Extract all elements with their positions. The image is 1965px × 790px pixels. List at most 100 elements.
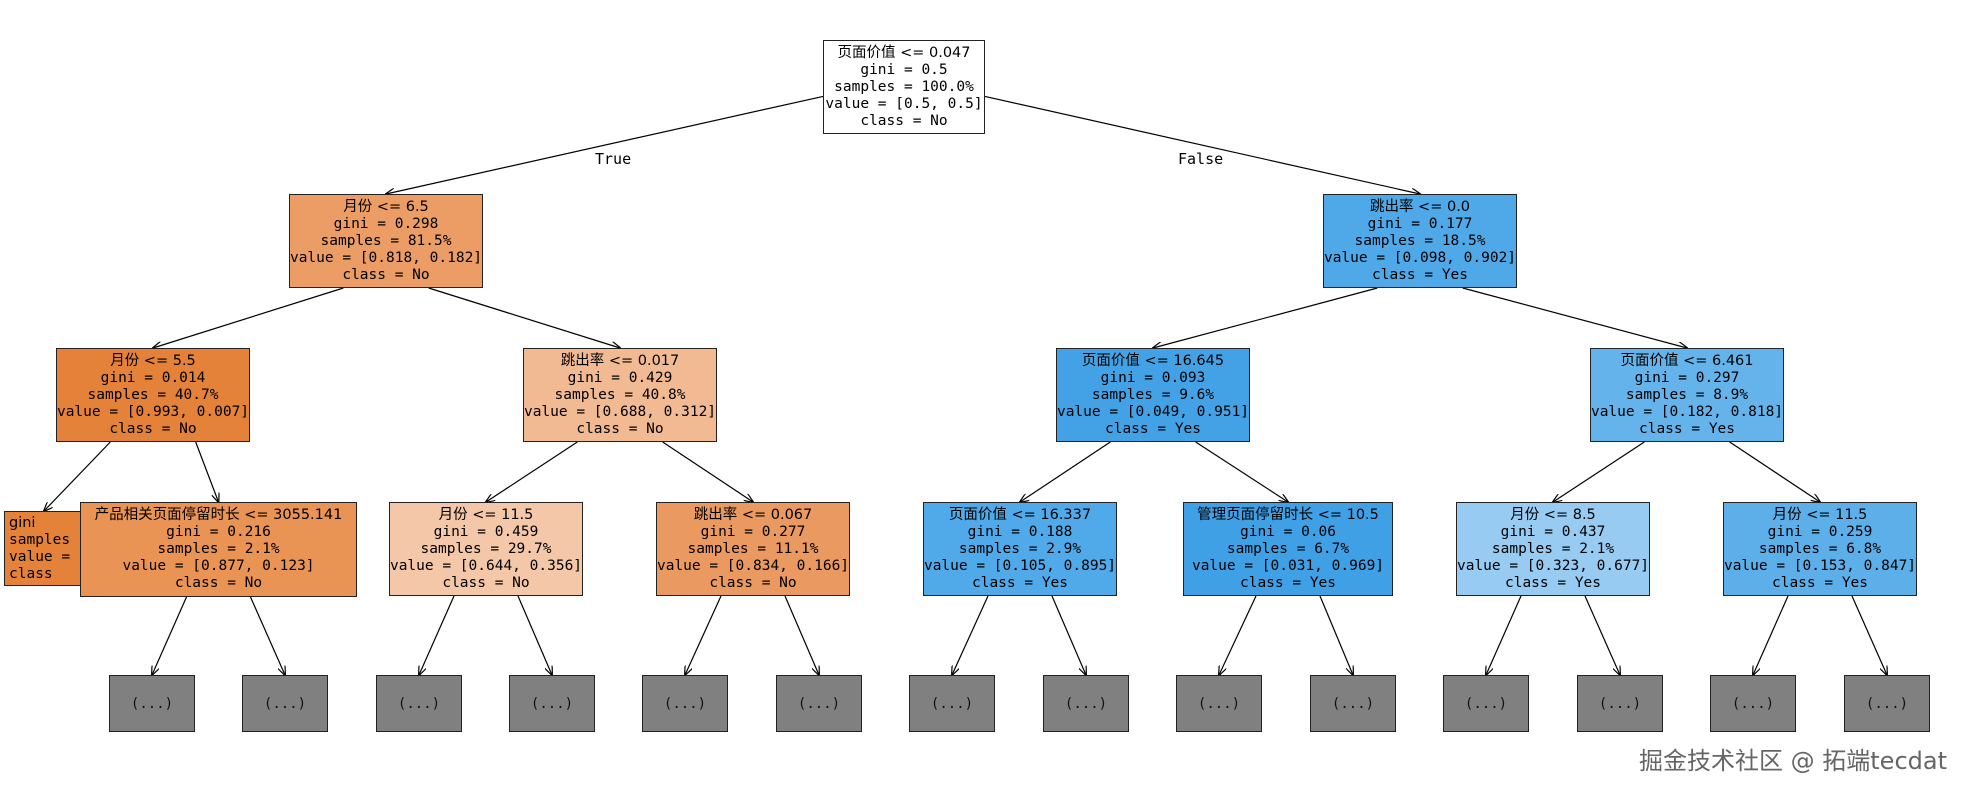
tree-node-line: 管理页面停留时长 <= 10.5 [1197, 506, 1379, 523]
tree-edge-n3-n8 [195, 441, 219, 502]
tree-node-line: 跳出率 <= 0.017 [560, 352, 680, 369]
tree-edge-n14-leaf-right [1851, 595, 1887, 675]
tree-node-line: gini = 0.014 [100, 369, 206, 386]
tree-node-line: 页面价值 <= 6.461 [1620, 352, 1754, 369]
tree-edge-n5-n11 [1020, 441, 1111, 502]
tree-node-line: class = No [109, 420, 197, 437]
tree-edge-n8-leaf-right [249, 596, 286, 675]
tree-edge-n0-n2 [984, 95, 1420, 194]
tree-edge-n14-leaf-left [1753, 595, 1789, 675]
tree-edge-n11-leaf-left [952, 595, 989, 675]
tree-edge-n13-leaf-right [1584, 595, 1620, 675]
tree-node-line: class = No [860, 112, 948, 129]
collapsed-subtree-node: (...) [1443, 675, 1529, 732]
collapsed-subtree-node: (...) [1710, 675, 1796, 732]
tree-edge-n2-n5 [1153, 287, 1378, 348]
tree-node-line: value = [9, 548, 71, 565]
tree-node-line: value = [0.834, 0.166] [656, 557, 850, 574]
tree-edge-n8-leaf-left [152, 596, 188, 675]
collapsed-subtree-node: (...) [509, 675, 595, 732]
tree-node-line: gini = 0.429 [567, 369, 673, 386]
tree-node-line: class = Yes [1239, 574, 1337, 591]
tree-node-line: 跳出率 <= 0.067 [693, 506, 813, 523]
tree-node-line: class = No [342, 266, 430, 283]
tree-edge-n10-leaf-right [784, 595, 819, 675]
tree-node-line: value = [0.031, 0.969] [1191, 557, 1385, 574]
collapsed-subtree-node: (...) [376, 675, 462, 732]
tree-node-line: value = [0.877, 0.123] [122, 558, 315, 574]
collapsed-subtree-node: (...) [642, 675, 728, 732]
collapsed-subtree-node: (...) [909, 675, 995, 732]
tree-edge-n12-leaf-right [1319, 595, 1353, 675]
tree-edge-n1-n3 [153, 287, 344, 348]
tree-node-line: gini = 0.297 [1634, 369, 1740, 386]
tree-node-line: 页面价值 <= 0.047 [837, 44, 971, 61]
tree-node-line: samples = 100.0% [834, 78, 974, 95]
tree-node-line: samples = 11.1% [687, 540, 819, 557]
tree-edge-n10-leaf-left [685, 595, 722, 675]
tree-node-line: 跳出率 <= 0.0 [1369, 198, 1471, 215]
collapsed-subtree-node: (...) [1176, 675, 1262, 732]
tree-edge-n2-n6 [1462, 287, 1687, 348]
tree-node-line: value = [0.323, 0.677] [1456, 557, 1650, 574]
tree-node-line: samples = 40.7% [87, 386, 219, 403]
edge-label-true: True [595, 150, 632, 168]
tree-edge-n12-leaf-left [1219, 595, 1257, 675]
tree-node-line: samples = 9.6% [1091, 386, 1215, 403]
tree-edge-n6-n13 [1553, 441, 1645, 502]
tree-node-line: samples = 8.9% [1625, 386, 1749, 403]
tree-node-line: value = [0.049, 0.951] [1056, 403, 1250, 420]
edge-label-false: False [1178, 150, 1224, 168]
tree-node-line: class = Yes [1504, 574, 1602, 591]
tree-node-line: samples = 6.7% [1226, 540, 1350, 557]
tree-node-line: class = Yes [1371, 266, 1469, 283]
tree-node-line: class = No [576, 420, 664, 437]
tree-edge-n3-n7 [44, 441, 111, 511]
tree-node-line: samples = 40.8% [554, 386, 686, 403]
watermark: 掘金技术社区 @ 拓端tecdat [1639, 747, 1947, 775]
tree-node-line: value = [0.688, 0.312] [523, 403, 717, 420]
tree-node-line: class = Yes [1771, 574, 1869, 591]
tree-node-line: gini = 0.259 [1767, 523, 1873, 540]
tree-edge-n9-leaf-right [517, 595, 552, 675]
tree-node-line: 月份 <= 5.5 [110, 352, 196, 369]
tree-node-line: samples = 2.1% [157, 541, 280, 557]
tree-node-line: gini = 0.298 [333, 215, 439, 232]
collapsed-subtree-node: (...) [1043, 675, 1129, 732]
tree-edge-n4-n10 [662, 441, 753, 502]
tree-edge-n0-n1 [386, 95, 824, 194]
tree-node-line: samples = 29.7% [420, 540, 552, 557]
tree-node-line: class = No [174, 575, 263, 591]
tree-node-line: 页面价值 <= 16.337 [948, 506, 1092, 523]
tree-node-line: 月份 <= 6.5 [343, 198, 429, 215]
tree-node-line: class = No [442, 574, 530, 591]
tree-node-line: gini [9, 514, 36, 531]
tree-node-line: gini = 0.06 [1239, 523, 1337, 540]
collapsed-subtree-node: (...) [776, 675, 862, 732]
tree-node-line: 月份 <= 11.5 [1772, 506, 1868, 523]
tree-node-line: gini = 0.5 [860, 61, 948, 78]
tree-edge-n4-n9 [486, 441, 578, 502]
tree-node-line: gini = 0.277 [700, 523, 806, 540]
tree-node-line: value = [0.098, 0.902] [1323, 249, 1517, 266]
tree-edge-n13-leaf-left [1486, 595, 1522, 675]
tree-edge-n1-n4 [428, 287, 620, 348]
collapsed-subtree-node: (...) [109, 675, 195, 732]
tree-node-line: value = [0.5, 0.5] [825, 95, 983, 112]
tree-node-line: samples = 6.8% [1758, 540, 1882, 557]
collapsed-subtree-node: (...) [1577, 675, 1663, 732]
tree-edge-n11-leaf-right [1051, 595, 1086, 675]
